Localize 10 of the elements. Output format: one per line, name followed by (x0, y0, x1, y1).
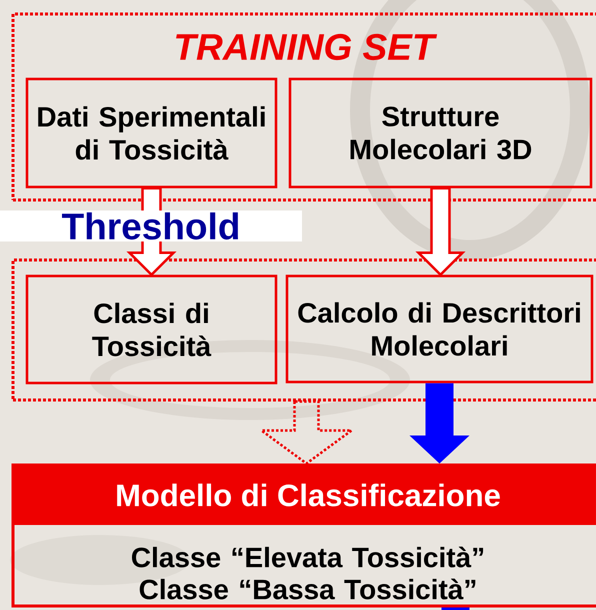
arrow (415, 187, 466, 277)
model-box: Modello di Classificazione Classe “Elevata Tossicità” Classe “Bassa Tossicità” (12, 464, 596, 608)
process-box: Dati Sperimentali di Tossicità (26, 78, 278, 188)
arrow (410, 383, 470, 464)
process-box: Calcolo di Descrittori Molecolari (286, 274, 594, 384)
edge-label: Threshold (0, 210, 302, 242)
process-box: Classi di Tossicità (26, 274, 278, 384)
arrow (442, 608, 470, 610)
dotted-frame (12, 258, 596, 402)
process-box: Strutture Molecolari 3D (288, 78, 592, 188)
